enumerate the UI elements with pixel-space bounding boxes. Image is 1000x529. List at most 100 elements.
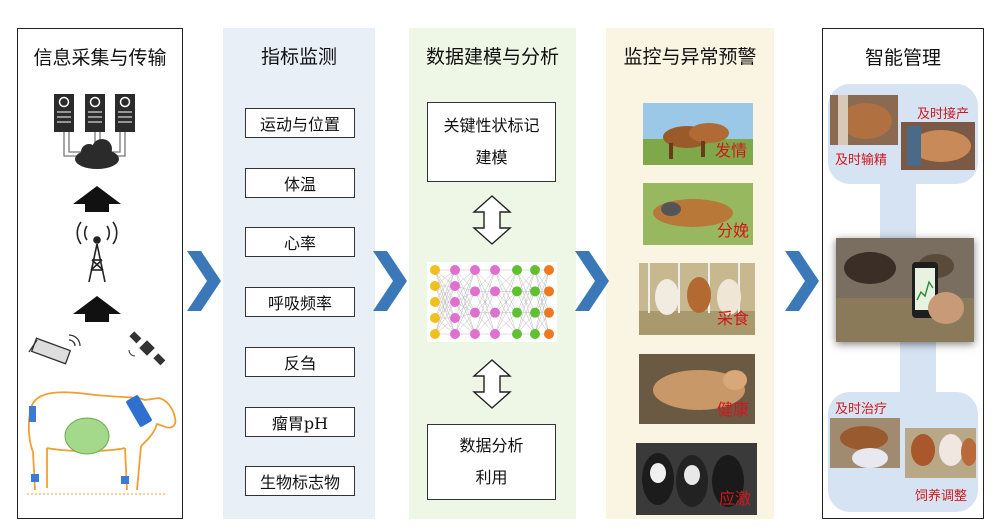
bubble-connector-top	[880, 178, 916, 238]
calving-photo: 分娩	[643, 183, 753, 245]
nn-edge	[534, 269, 550, 313]
nn-edge	[516, 269, 536, 335]
double-arrow-icon	[472, 195, 512, 245]
nn-edge	[434, 269, 456, 335]
feeding-label: 采食	[716, 309, 749, 328]
up-arrow-icon	[73, 186, 121, 212]
nn-edge	[494, 269, 518, 335]
feeding-adjust-label: 饲养调整	[915, 489, 968, 504]
nn-node	[470, 329, 480, 339]
nn-node	[470, 265, 480, 275]
chevron-right-icon	[187, 251, 221, 311]
nn-edge	[434, 269, 456, 319]
delivery-label: 及时接产	[917, 107, 970, 122]
nn-node	[544, 329, 554, 339]
nn-edge	[474, 291, 496, 335]
neural-network-icon	[427, 262, 557, 342]
nn-node	[430, 265, 440, 275]
panel-monitor-title: 监控与异常预警	[623, 46, 757, 68]
metric-box: 运动与位置	[245, 108, 355, 138]
nn-node	[470, 307, 480, 318]
nn-node	[512, 329, 522, 339]
model-box-bottom: 数据分析 利用	[427, 424, 556, 500]
nn-edge	[454, 291, 476, 335]
smartphone-photo	[836, 238, 974, 342]
nn-node	[450, 281, 460, 291]
nn-node	[450, 297, 460, 307]
metric-box: 呼吸频率	[245, 287, 355, 317]
nn-node	[544, 286, 554, 297]
health-photo: 健康	[639, 354, 755, 424]
calving-label: 分娩	[716, 221, 749, 240]
nn-edge	[454, 269, 476, 303]
metric-box: 生物标志物	[245, 466, 355, 496]
nn-node	[530, 286, 540, 297]
nn-node	[512, 307, 522, 318]
nn-node	[490, 265, 500, 275]
feeding-photo: 采食	[639, 263, 755, 335]
nn-edge	[494, 291, 518, 335]
treatment-photo	[830, 418, 900, 468]
double-arrow-icon	[472, 359, 512, 409]
model-box-top: 关键性状标记 建模	[427, 102, 556, 182]
nn-node	[530, 329, 540, 339]
delivery-photo	[901, 122, 975, 170]
nn-edge	[494, 269, 518, 292]
panel-indicators: 指标监测	[223, 28, 375, 519]
nn-node	[450, 329, 460, 339]
nn-edge	[534, 291, 550, 335]
nn-edge	[454, 269, 476, 319]
nn-edge	[474, 269, 496, 335]
nn-node	[530, 307, 540, 318]
server-icon	[115, 94, 135, 132]
nn-node	[450, 313, 460, 323]
insemination-photo	[830, 95, 898, 145]
nn-node	[430, 297, 440, 307]
treatment-label: 及时治疗	[835, 402, 888, 417]
estrus-photo: 发情	[643, 103, 753, 165]
cloud-icon	[75, 139, 119, 169]
metric-box: 反刍	[245, 347, 355, 377]
chevron-right-icon	[575, 251, 609, 311]
satellite-icon	[128, 331, 166, 366]
nn-node	[512, 265, 522, 275]
panel-collect-title: 信息采集与传输	[33, 47, 167, 69]
panel-modeling-title: 数据建模与分析	[425, 46, 559, 68]
nn-node	[490, 307, 500, 318]
panel-management-title: 智能管理	[864, 47, 941, 69]
chevron-right-icon	[373, 251, 407, 311]
nn-edge	[534, 269, 550, 335]
model-box-top-line2: 建模	[475, 148, 508, 167]
nn-node	[530, 265, 540, 275]
nn-edge	[434, 301, 456, 335]
nn-node	[430, 281, 440, 291]
model-box-bottom-line1: 数据分析	[459, 436, 524, 455]
nn-node	[430, 329, 440, 339]
antenna-tower-icon	[76, 221, 118, 283]
nn-edge	[454, 285, 476, 313]
health-label: 健康	[716, 400, 749, 419]
nn-node	[512, 286, 522, 297]
nn-edge	[454, 269, 476, 335]
nn-node	[470, 286, 480, 297]
nn-node	[490, 329, 500, 339]
insemination-label: 及时输精	[835, 153, 888, 168]
estrus-label: 发情	[714, 141, 747, 160]
model-box-top-line1: 关键性状标记	[443, 116, 540, 135]
bubble-connector-bottom	[900, 338, 936, 398]
nn-edge	[516, 291, 536, 335]
nn-edge	[434, 269, 456, 303]
nn-edge	[454, 269, 476, 313]
metric-box: 体温	[245, 168, 355, 198]
up-arrow-icon	[73, 296, 121, 322]
stress-label: 应激	[718, 489, 751, 508]
server-icon	[85, 94, 105, 132]
nn-edge	[494, 269, 518, 313]
model-box-bottom-line2: 利用	[475, 468, 508, 487]
camera-icon	[28, 334, 81, 365]
nn-edge	[454, 301, 476, 335]
feeding-adjust-photo	[905, 428, 976, 478]
metric-box: 瘤胃pH	[245, 407, 355, 437]
nn-edge	[474, 269, 496, 313]
stress-photo: 应激	[636, 443, 757, 515]
